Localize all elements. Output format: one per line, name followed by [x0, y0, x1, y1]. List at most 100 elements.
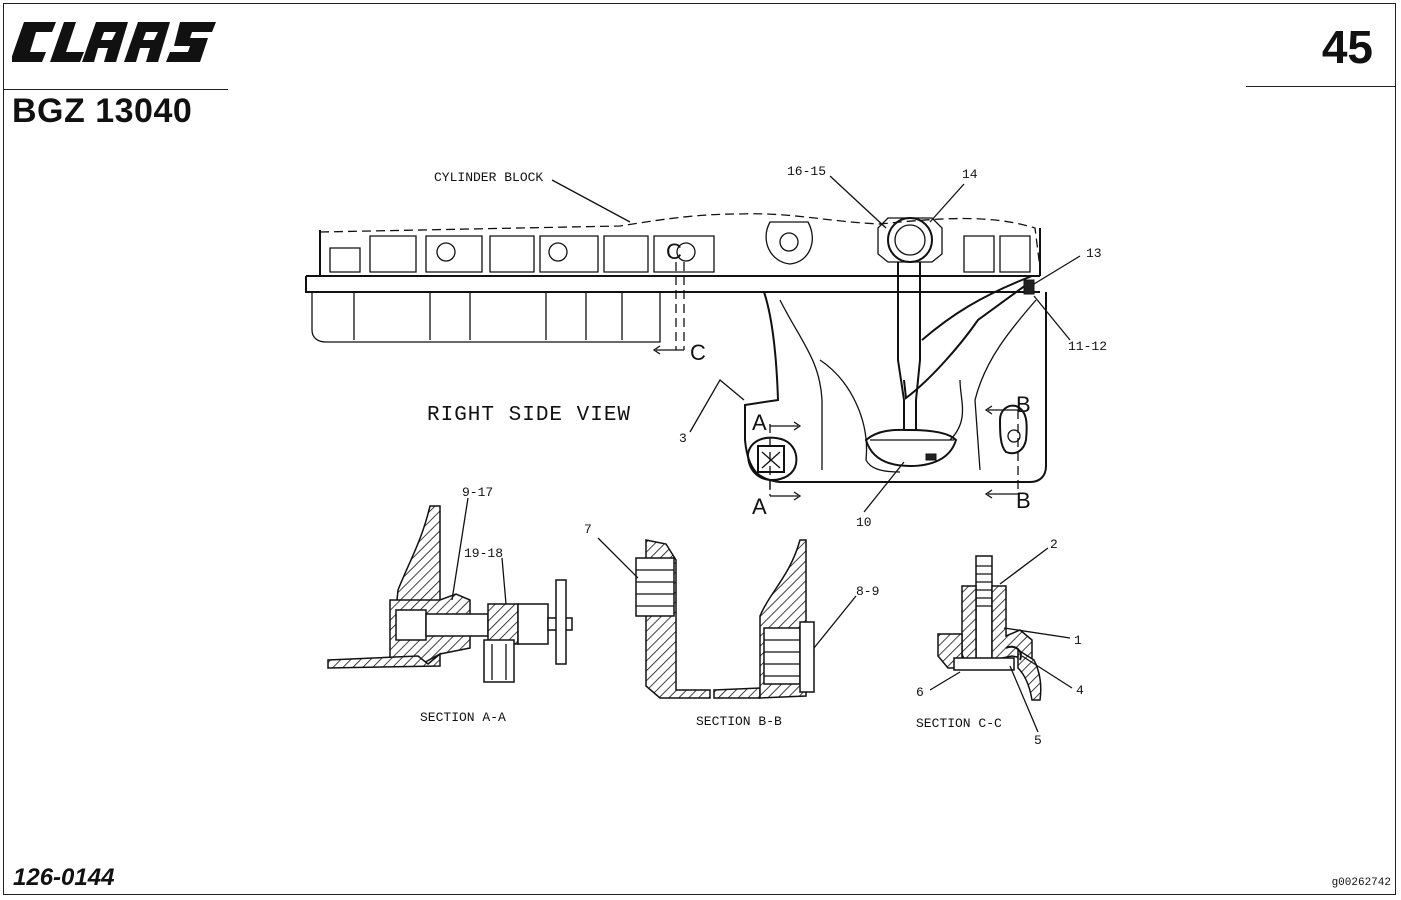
header-rule-left — [4, 89, 228, 90]
section-title-cc: SECTION C-C — [916, 716, 1002, 731]
leader-1 — [1003, 627, 1071, 639]
oil-pan-sump — [744, 291, 1047, 483]
callout-10: 10 — [856, 515, 872, 530]
cc-stud-thread — [976, 565, 992, 607]
leader-19-18 — [501, 557, 507, 605]
cc-washer-6 — [953, 657, 1015, 671]
marker-b-top: B — [1016, 392, 1031, 417]
suction-screen-mark — [925, 453, 937, 461]
cylinder-block-outline — [319, 213, 1041, 269]
marker-a-bottom: A — [752, 494, 767, 519]
callout-3: 3 — [679, 431, 687, 446]
aa-plug-shank — [425, 613, 489, 637]
callout-2: 2 — [1050, 537, 1058, 552]
block-castings — [329, 235, 1031, 273]
leader-2 — [999, 547, 1049, 585]
leader-13 — [1033, 255, 1081, 285]
drawing-frame — [3, 3, 1396, 895]
drain-boss — [746, 436, 798, 482]
oil-filler-bore — [894, 224, 926, 256]
cc-stud — [975, 555, 993, 667]
oil-filler-flange — [877, 217, 943, 263]
block-rail — [305, 228, 1041, 293]
section-c-cutline — [675, 262, 685, 350]
suction-tube — [897, 262, 921, 430]
leader-8-9 — [813, 595, 857, 649]
leader-6 — [929, 671, 961, 691]
aa-pan-floor — [327, 652, 441, 669]
aa-tee-handle — [555, 579, 567, 665]
leader-7 — [597, 537, 639, 579]
section-b-b — [597, 537, 857, 699]
callout-13: 13 — [1086, 246, 1102, 261]
level-sensor-bore — [1007, 429, 1021, 443]
marker-c-top: C — [666, 239, 682, 264]
cc-pan-lip — [1017, 648, 1042, 701]
leader-9-17 — [451, 497, 469, 601]
casting-boss-1 — [436, 242, 456, 262]
view-title: RIGHT SIDE VIEW — [427, 404, 631, 427]
block-port-hole — [779, 232, 799, 252]
aa-valve-lines — [491, 644, 507, 680]
section-a-arrows — [770, 421, 802, 501]
suction-bell — [864, 428, 958, 468]
bb-sensor-lines — [764, 639, 800, 677]
section-a-a — [327, 497, 573, 683]
right-side-view — [305, 175, 1081, 513]
image-id: g00262742 — [1331, 877, 1391, 889]
oil-pan-shallow — [311, 292, 661, 343]
oil-pan-inner-wall — [779, 299, 1037, 473]
callout-1: 1 — [1074, 633, 1082, 648]
page-number: 45 — [1321, 21, 1373, 73]
leader-11-12 — [1033, 295, 1071, 341]
block-front-port — [765, 221, 813, 265]
leader-14 — [929, 183, 965, 223]
bb-sensor-thread — [763, 627, 801, 685]
callout-11-12: 11-12 — [1068, 339, 1107, 354]
bb-pan-floor — [713, 687, 761, 699]
callout-8-9: 8-9 — [856, 584, 879, 599]
callout-16-15: 16-15 — [787, 164, 826, 179]
level-sensor-boss — [998, 404, 1028, 455]
aa-nut — [517, 603, 549, 645]
leader-4 — [1021, 655, 1073, 689]
callout-4: 4 — [1076, 683, 1084, 698]
bb-gasket-lines — [636, 569, 674, 607]
oil-pan-ribs — [353, 292, 623, 340]
section-title-bb: SECTION B-B — [696, 714, 782, 729]
callout-9-17: 9-17 — [462, 485, 493, 500]
callout-7: 7 — [584, 522, 592, 537]
casting-boss-3 — [676, 242, 696, 262]
model-code: BGZ 13040 — [12, 92, 193, 130]
drain-plug-hex — [761, 451, 781, 469]
marker-b-bottom: B — [1016, 488, 1031, 513]
callout-5: 5 — [1034, 733, 1042, 748]
aa-valve-body — [483, 639, 515, 683]
leader-10 — [863, 461, 905, 513]
aa-seal-19-18 — [487, 603, 519, 645]
callout-6: 6 — [916, 685, 924, 700]
leader-3 — [689, 379, 745, 433]
bracket-bolt-13 — [1023, 279, 1035, 295]
label-cylinder-block: CYLINDER BLOCK — [434, 170, 543, 185]
section-b-arrows — [984, 405, 1018, 499]
callout-19-18: 19-18 — [464, 546, 503, 561]
document-number: 126-0144 — [13, 864, 115, 891]
section-c-arrows — [652, 345, 684, 355]
leader-5 — [1009, 665, 1039, 733]
leader-cylinder-block — [551, 179, 631, 223]
drain-plug — [757, 445, 785, 473]
section-c-c — [929, 547, 1073, 733]
aa-plug-head — [395, 609, 427, 641]
aa-pan-wall — [395, 505, 441, 611]
bb-sensor-head — [799, 621, 815, 693]
bb-gasket-7 — [635, 557, 675, 617]
callout-14: 14 — [962, 167, 978, 182]
header-rule-right — [1246, 86, 1396, 87]
marker-c-bottom: C — [690, 340, 706, 365]
tube-bracket — [903, 275, 1033, 400]
section-title-aa: SECTION A-A — [420, 710, 506, 725]
cc-seal-4 — [1005, 645, 1022, 661]
leader-16-15 — [829, 175, 887, 229]
